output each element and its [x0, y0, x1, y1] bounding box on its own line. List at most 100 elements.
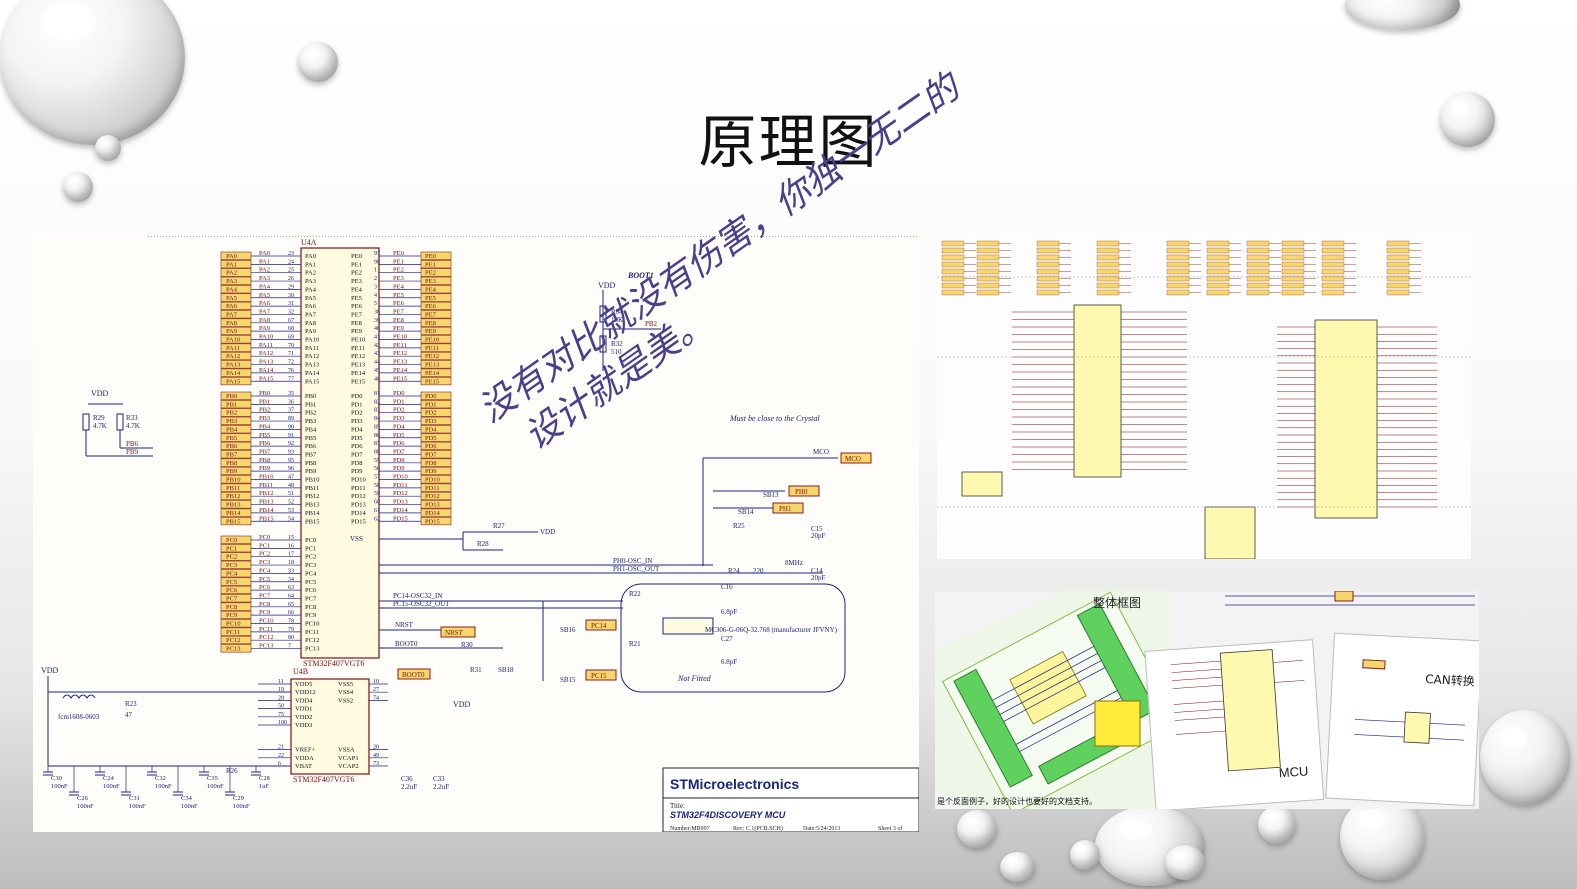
r31-label: R31 [470, 666, 482, 674]
pin-tag-label: PD15 [425, 518, 440, 525]
pin-tag [420, 458, 452, 467]
cap-label: C31 [129, 795, 140, 802]
osc32-in-label: PC14-OSC32_IN [393, 592, 442, 600]
nrst-tag: NRST [445, 629, 464, 637]
pin-number: 71 [288, 351, 294, 357]
pin-tag-label: PD10 [425, 477, 440, 484]
cap-value: 100nF [103, 783, 120, 790]
pin-number: 60 [374, 500, 380, 506]
pin-number: 90 [288, 424, 294, 430]
net-tag [1281, 268, 1305, 275]
net-tag [941, 247, 965, 254]
pin-name: PB14 [305, 510, 320, 517]
pin-name: PB9 [305, 468, 316, 475]
pin-name: PB3 [305, 418, 316, 425]
c33-label: C33 [433, 775, 445, 783]
pin-tag-label: PD6 [425, 443, 437, 450]
pin-net-label: PC2 [259, 551, 270, 558]
cap-value: 100nF [181, 803, 198, 810]
vdd-label: VDD [91, 389, 109, 398]
pin-number: 10 [373, 679, 379, 685]
pin-name: PB15 [305, 518, 319, 525]
net-tag [1166, 261, 1190, 268]
pin-number: 4 [374, 293, 377, 299]
pin-name: PA8 [305, 320, 316, 327]
pin-tag [420, 391, 452, 400]
pin-number: 5 [374, 301, 377, 307]
pin-number: 67 [288, 318, 294, 324]
osc-out-label: PH1-OSC_OUT [613, 565, 660, 573]
pin-tag-label: PE2 [425, 270, 436, 277]
pin-net-label: PE11 [393, 342, 407, 349]
pin-tag-label: PB11 [226, 485, 240, 492]
u4b-label: U4B [293, 667, 308, 676]
pin-net-label: PC13 [259, 643, 273, 650]
pin-name: PE1 [351, 261, 362, 268]
pin-number: 95 [288, 458, 294, 464]
pin-number: 96 [288, 466, 294, 472]
pin-number: 17 [288, 552, 294, 558]
pin-tag [420, 335, 452, 344]
pin-name: PC10 [305, 621, 319, 628]
pin-net-label: PE5 [393, 292, 404, 299]
pin-number: 38 [374, 309, 380, 315]
pin-name: PE11 [351, 345, 365, 352]
mcu-label: MCU [1278, 763, 1309, 780]
pin-name: PC11 [305, 629, 319, 636]
r33-label: R33 [126, 414, 138, 422]
pin-tag-label: PA14 [226, 370, 241, 377]
water-drop-decoration [1258, 806, 1296, 844]
pin-net-label: PC11 [259, 626, 273, 633]
pin-tag [420, 483, 452, 492]
pin-name: PE15 [351, 378, 365, 385]
pin-net-label: PA14 [259, 367, 274, 374]
pin-net-label: PA7 [259, 308, 271, 315]
pin-net-label: PD0 [393, 390, 405, 397]
pin-number: 93 [288, 449, 294, 455]
pin-name: PE2 [351, 270, 362, 277]
u4b-chip-name: STM32F407VGT6 [293, 775, 354, 784]
net-tag [1321, 240, 1345, 247]
x3-description: MC306-G-06Q-32.768 (manufacturer JFVNY) [705, 626, 838, 634]
pin-name: PB10 [305, 477, 319, 484]
pin-tag-label: PC8 [226, 604, 237, 611]
pin-net-label: PA1 [259, 258, 270, 265]
pin-net-label: PE14 [393, 367, 408, 374]
pin-tag-label: PC3 [226, 562, 237, 569]
net-tag [1281, 289, 1305, 296]
pin-name: PC5 [305, 579, 316, 586]
pin-number: 45 [374, 368, 380, 374]
net-tag [1246, 247, 1270, 254]
c33-value: 2.2uF [433, 783, 449, 791]
pin-tag-label: PC11 [226, 629, 240, 636]
pin-net-label: PE15 [393, 375, 407, 382]
boot0-net-label: BOOT0 [395, 640, 418, 648]
pin-tag-label: PD0 [425, 393, 437, 400]
pin-name: PE12 [351, 353, 365, 360]
pin-name: VDDA [295, 755, 314, 762]
pin-net-label: PB0 [259, 390, 270, 397]
water-drop-decoration [1000, 852, 1035, 882]
pin-tag-label: PA9 [226, 328, 237, 335]
ph0-tag: PH0 [795, 488, 808, 496]
pin-tag-label: PC4 [226, 570, 238, 577]
pin-tag [420, 416, 452, 425]
cap-value: 100nF [155, 783, 172, 790]
pin-tag-label: PB15 [226, 518, 240, 525]
pin-net-label: PE13 [393, 359, 407, 366]
pin-number: 30 [288, 293, 294, 299]
pin-tag-label: PA12 [226, 353, 240, 360]
pin-number: 52 [288, 500, 294, 506]
net-tag [1281, 247, 1305, 254]
pin-name: PD14 [351, 510, 367, 517]
pin-tag-label: PD11 [425, 485, 440, 492]
pin-name: PB12 [305, 493, 319, 500]
mco-net-label: MCO [813, 448, 829, 456]
pin-number: 50 [278, 704, 284, 710]
slide-title: 原理图 [698, 108, 879, 176]
pin-net-label: PB3 [259, 415, 270, 422]
net-tag [1321, 282, 1345, 289]
pin-number: 53 [288, 508, 294, 514]
water-drop-decoration [1480, 710, 1570, 805]
